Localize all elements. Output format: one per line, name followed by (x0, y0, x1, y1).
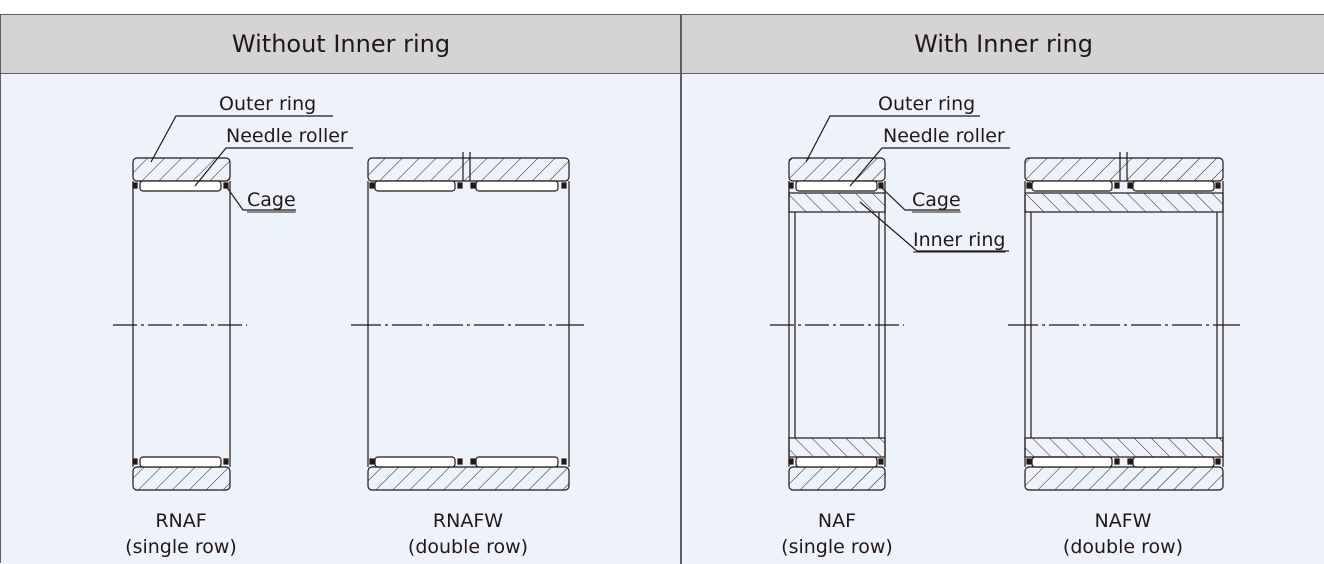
caption-rnafw-rows: (double row) (407, 536, 529, 558)
label-needle-roller-left: Needle roller (226, 125, 348, 147)
rnaf-drawing (113, 115, 353, 491)
caption-rnaf-rows: (single row) (125, 536, 237, 558)
caption-rnafw: RNAFW (double row) (368, 508, 568, 560)
caption-rnafw-name: RNAFW (432, 510, 504, 532)
rnafw-drawing (351, 152, 584, 491)
caption-naf-name: NAF (817, 510, 857, 532)
label-cage-right: Cage (912, 189, 961, 211)
column-divider (680, 15, 682, 564)
caption-rnaf-name: RNAF (155, 510, 207, 532)
caption-nafw-rows: (double row) (1062, 536, 1184, 558)
caption-naf: NAF (single row) (737, 508, 937, 560)
caption-naf-rows: (single row) (781, 536, 893, 558)
naf-drawing (770, 115, 1010, 491)
caption-nafw-name: NAFW (1094, 510, 1152, 532)
header-with-inner-ring: With Inner ring (682, 15, 1324, 74)
label-outer-ring-left: Outer ring (219, 93, 316, 115)
caption-rnaf: RNAF (single row) (81, 508, 281, 560)
caption-nafw: NAFW (double row) (1023, 508, 1223, 560)
label-cage-left: Cage (247, 189, 296, 211)
header-without-inner-ring: Without Inner ring (1, 15, 681, 74)
nafw-drawing (1008, 152, 1240, 491)
label-inner-ring: Inner ring (913, 229, 1005, 251)
label-outer-ring-right: Outer ring (878, 93, 975, 115)
label-needle-roller-right: Needle roller (883, 125, 1005, 147)
